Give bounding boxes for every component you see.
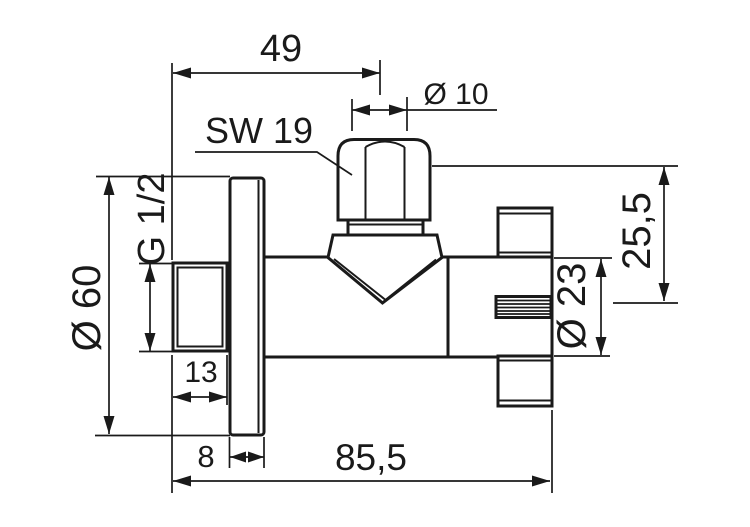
label-wrench-size: SW 19 [195,110,353,176]
hex-nut [336,138,432,222]
inlet-thread-pipe [171,261,229,353]
knurl-band [494,295,553,319]
dim-rosette-thickness: 8 [197,439,264,474]
dim-outlet-diameter-label: Ø 10 [423,78,488,111]
leader-line [195,151,353,176]
dim-total-length-label: 85,5 [335,437,407,478]
dim-rosette-thickness-label: 8 [197,439,214,474]
valve-seat-cone [326,233,444,305]
dim-height-right-label: 25,5 [615,192,659,270]
dim-thread-size: G 1/2 [131,173,173,351]
dim-width-top: 49 [173,28,380,79]
wrench-size-label: SW 19 [205,110,313,151]
dim-rosette-diameter: Ø 60 [65,177,115,434]
dim-body-diameter: Ø 23 [550,259,607,355]
dim-height-right: 25,5 [615,167,670,301]
wall-rosette-plate [228,176,266,437]
dim-rosette-diameter-label: Ø 60 [65,265,109,352]
dim-thread-length-label: 13 [184,356,217,389]
dim-body-diameter-label: Ø 23 [550,263,594,350]
dim-total-length: 85,5 [173,437,550,487]
dim-thread-length: 13 [173,356,227,403]
dim-outlet-diameter: Ø 10 [352,78,497,116]
handle-knob [496,206,554,408]
compression-collar [346,218,425,237]
dim-thread-size-label: G 1/2 [131,173,173,266]
dim-width-top-label: 49 [260,28,302,70]
